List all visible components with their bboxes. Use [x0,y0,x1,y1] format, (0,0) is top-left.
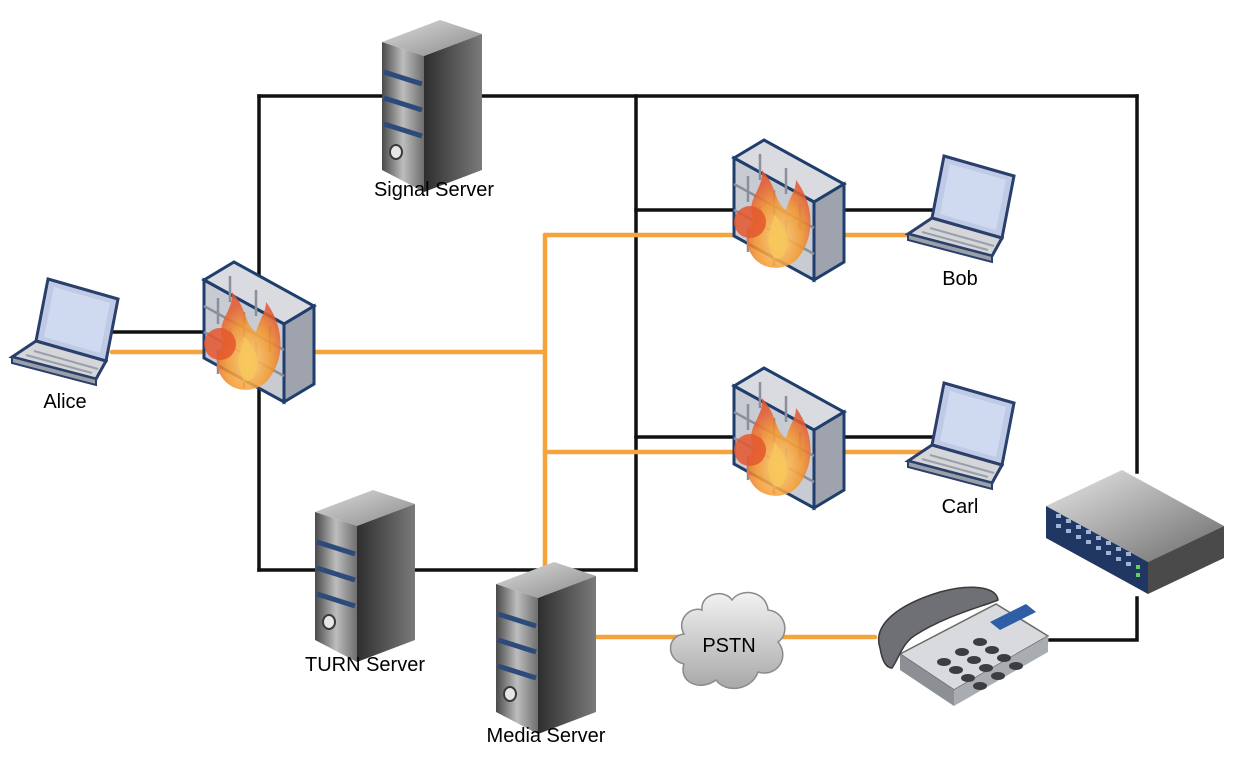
desk-phone-icon [877,586,1050,706]
wire-right-vertical-lower [1048,596,1139,642]
pstn-label: PSTN [702,635,755,657]
firewall-icon [732,138,846,282]
firewall-alice [202,260,316,404]
server-icon [382,20,482,192]
server-icon [496,562,596,734]
carl-label: Carl [942,496,979,518]
bob-label: Bob [942,268,978,290]
server-icon [315,490,415,662]
firewall-carl [732,366,846,510]
firewall-bob [732,138,846,282]
client-alice[interactable]: Alice [10,277,120,413]
pstn-cloud: PSTN [669,591,786,690]
media-server-label: Media Server [487,725,606,747]
turn-server[interactable]: TURN Server [305,490,425,676]
client-bob[interactable]: Bob [906,154,1016,290]
client-carl[interactable]: Carl [906,381,1016,518]
firewall-icon [732,366,846,510]
alice-label: Alice [43,391,86,413]
signal-server[interactable]: Signal Server [374,20,494,201]
network-switch [1046,470,1224,594]
cloud-icon [669,591,786,690]
media-server[interactable]: Media Server [487,562,606,747]
signal-server-label: Signal Server [374,179,494,201]
network-switch-icon [1046,470,1224,594]
laptop-icon [10,277,120,387]
firewall-icon [202,260,316,404]
turn-server-label: TURN Server [305,654,425,676]
desk-phone[interactable] [877,586,1050,706]
